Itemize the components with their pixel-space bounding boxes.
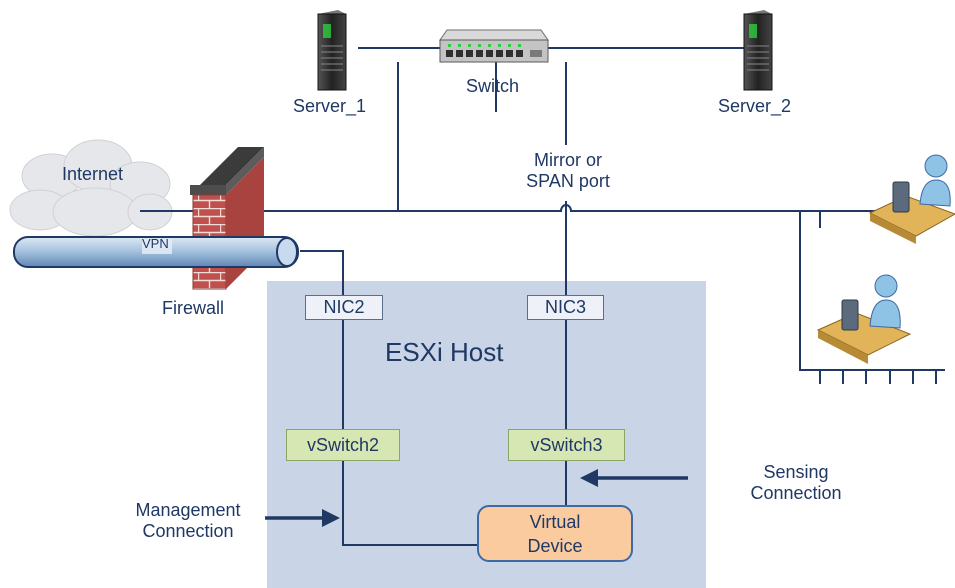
management-connection-line-2: Connection [142,521,234,541]
management-connection-label: Management Connection [118,500,258,542]
esxi-host-title: ESXi Host [385,337,504,367]
switch-label: Switch [466,76,520,96]
sensing-connection-label: Sensing Connection [738,462,854,504]
server-1-icon [317,10,347,91]
nic2-box: NIC2 [305,295,383,320]
internet-cloud-icon [9,139,173,237]
mirror-port-line-1: Mirror or [534,150,602,170]
network-lines [140,47,945,546]
mirror-port-label: Mirror or SPAN port [516,150,620,192]
sensing-arrow-icon [580,469,688,487]
mirror-port-line-2: SPAN port [526,171,610,191]
sensing-connection-line-2: Connection [750,483,842,503]
virtual-device-line-1: Virtual [529,511,581,532]
vswitch2-box: vSwitch2 [286,429,400,461]
internet-label: Internet [62,164,124,184]
server-1-label: Server_1 [293,96,367,116]
switch-icon [439,29,549,63]
workstation-1-icon [868,154,955,244]
management-connection-line-1: Management [135,500,241,520]
virtual-device-line-2: Device [527,535,583,556]
workstation-2-icon [816,274,912,364]
firewall-label: Firewall [162,298,225,318]
vpn-tunnel-icon [13,236,299,268]
server-2-label: Server_2 [718,96,792,116]
nic3-box: NIC3 [527,295,604,320]
vpn-label: VPN [142,236,169,251]
management-arrow-icon [265,509,340,527]
vswitch3-box: vSwitch3 [508,429,625,461]
server-2-icon [743,10,773,91]
virtual-device-box: Virtual Device [477,505,633,562]
sensing-connection-line-1: Sensing [763,462,829,482]
